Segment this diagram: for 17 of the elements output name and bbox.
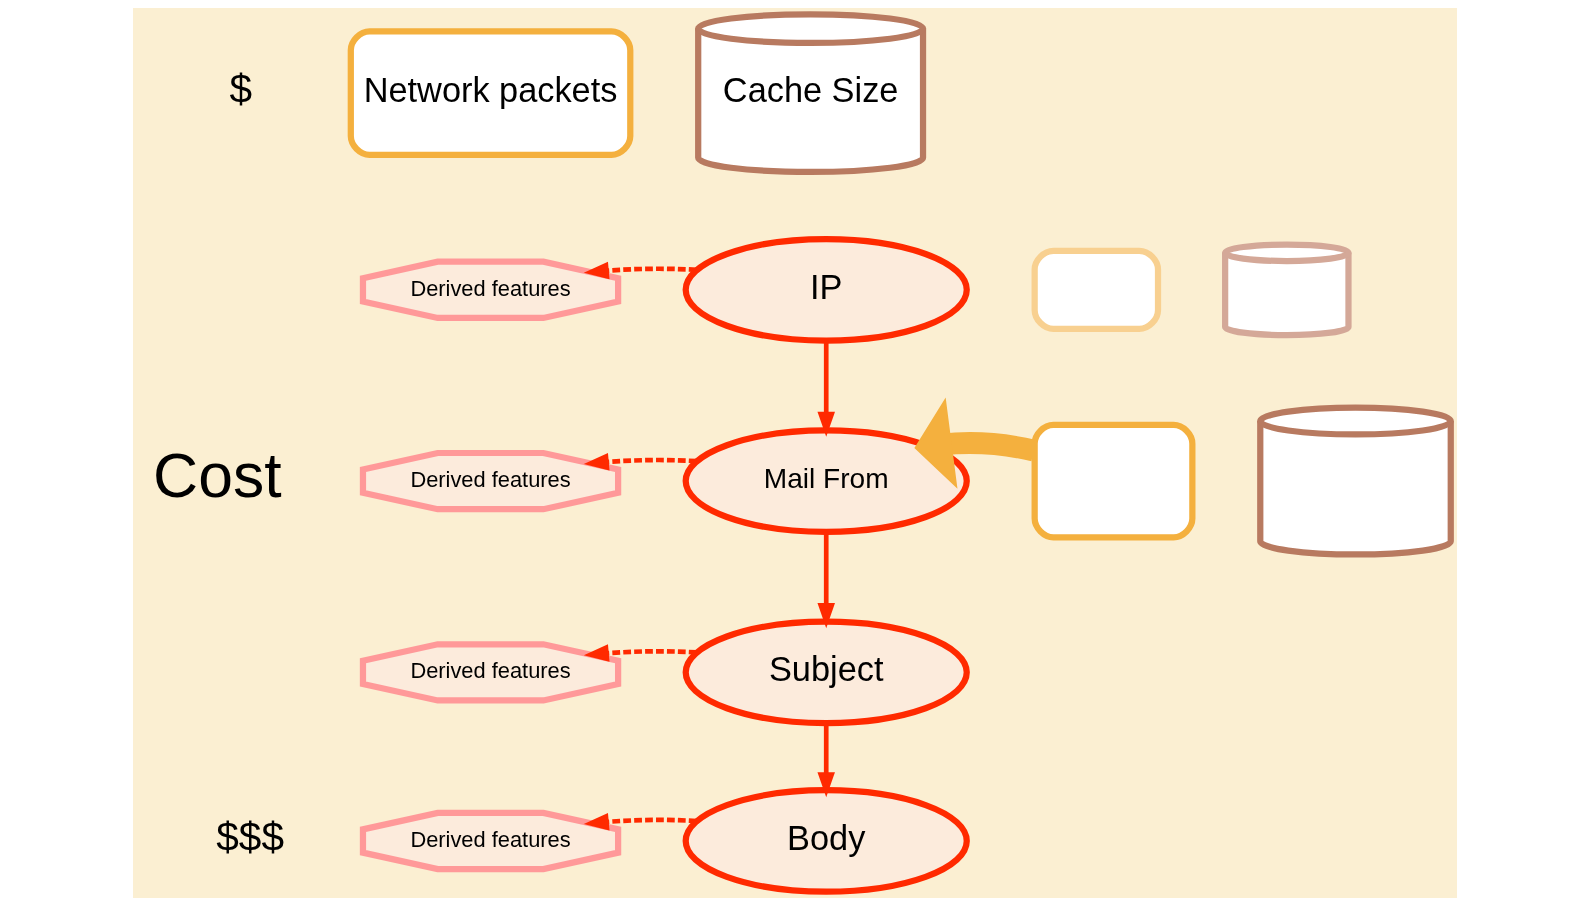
arrow bbox=[583, 813, 697, 831]
node-box bbox=[1031, 247, 1162, 332]
node-box bbox=[1031, 421, 1196, 541]
arrow bbox=[583, 644, 697, 662]
node-ellipse: IP bbox=[682, 235, 970, 344]
node-ellipse: Mail From bbox=[682, 427, 970, 535]
label: $ bbox=[229, 65, 253, 112]
arrow bbox=[817, 340, 835, 437]
node-ellipse: Body bbox=[682, 787, 970, 895]
node-ellipse: Subject bbox=[682, 618, 970, 727]
arrow bbox=[817, 532, 835, 629]
arrow bbox=[583, 453, 697, 471]
label: Cost bbox=[153, 439, 282, 510]
node-box: Network packets bbox=[347, 28, 634, 158]
arrow bbox=[817, 723, 835, 798]
label: $$$ bbox=[216, 813, 284, 860]
arrow bbox=[583, 261, 697, 280]
